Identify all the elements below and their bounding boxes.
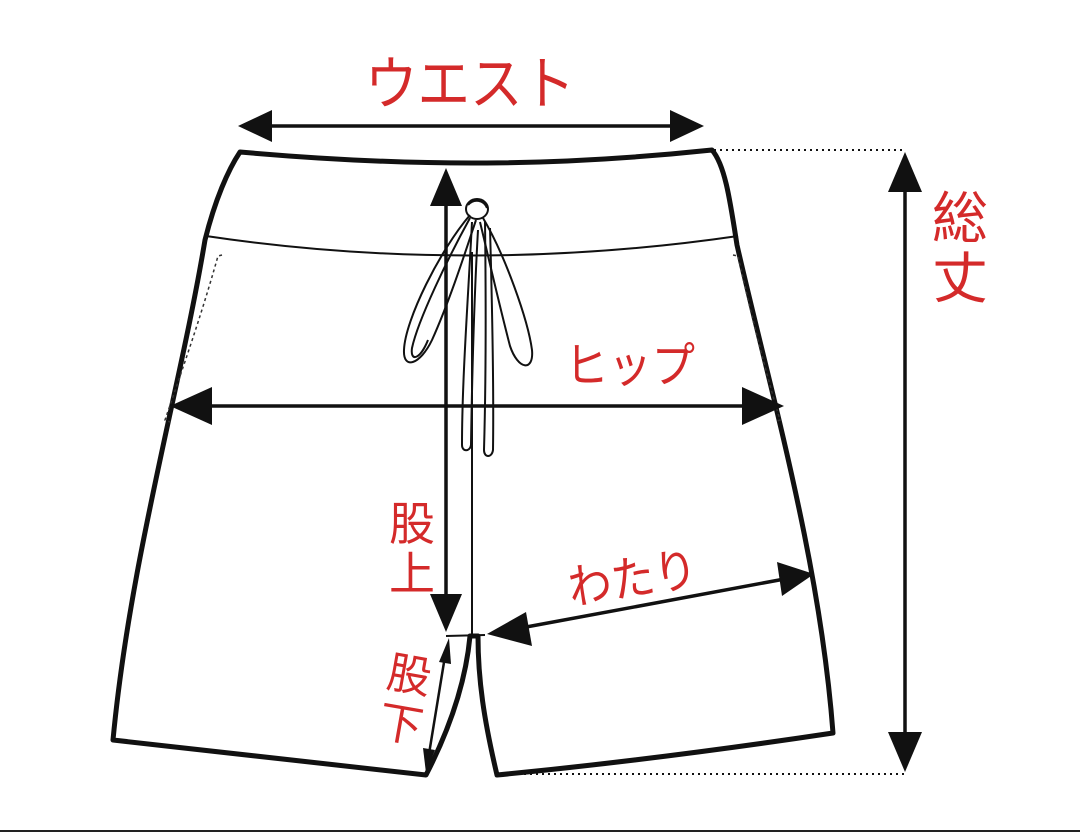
drawstring xyxy=(402,198,534,457)
hip-arrow xyxy=(170,387,784,425)
rise-arrow xyxy=(430,168,462,632)
inseam-label-group: 股 下 xyxy=(374,647,435,754)
total-length-arrow xyxy=(888,152,922,772)
bottom-divider xyxy=(0,830,1080,835)
left-pocket-stitch xyxy=(164,254,223,423)
waist-arrow xyxy=(238,110,704,142)
inseam-label-2: 下 xyxy=(374,696,426,754)
total-length-label-2: 丈 xyxy=(932,247,988,312)
total-length-label-1: 総 xyxy=(932,187,988,252)
crotch-seam xyxy=(445,634,486,637)
rise-label-1: 股 xyxy=(389,497,435,551)
thigh-arrow xyxy=(487,562,814,646)
rise-label-2: 上 xyxy=(389,547,435,601)
inseam-arrow xyxy=(423,638,451,773)
inseam-label-1: 股 xyxy=(383,647,435,705)
hip-label: ヒップ xyxy=(565,338,695,394)
waist-label: ウエスト xyxy=(365,50,575,118)
